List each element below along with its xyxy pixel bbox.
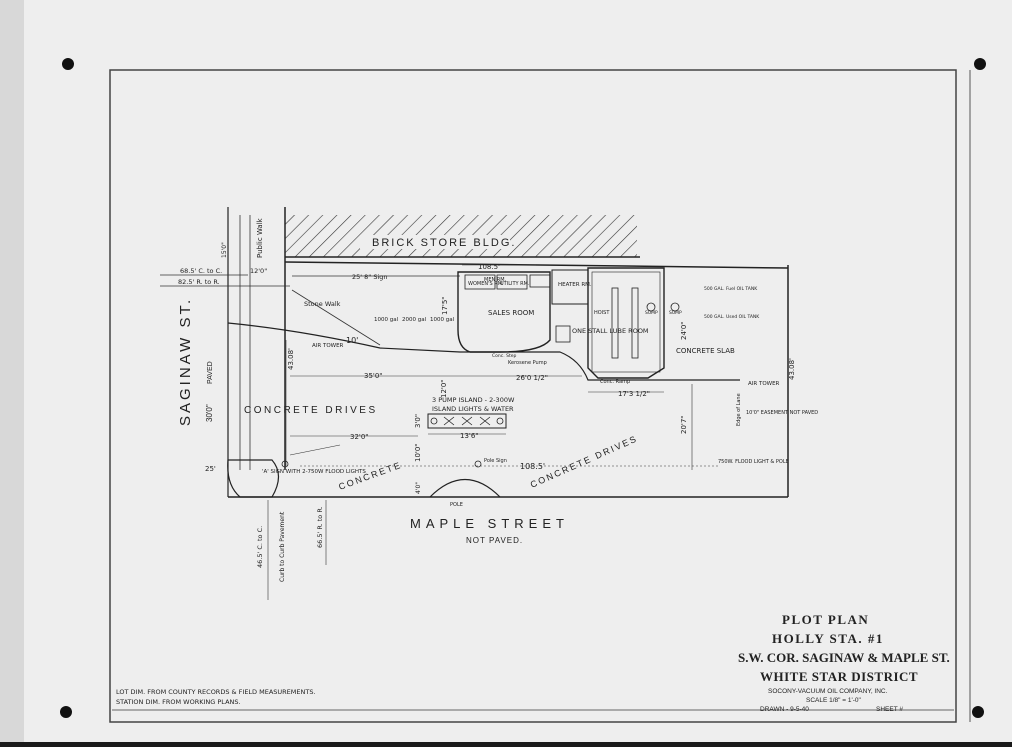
dim-25: 25' [205,465,216,473]
saginaw-paved: PAVED [207,361,214,384]
island-light-2 [496,417,504,425]
sign-arrow [289,444,341,456]
room-womens: WOMEN'S RM. [468,281,504,287]
room-utility: UTILITY RM. [500,281,530,287]
tank-3: 1000 gal [430,317,455,323]
sign-25ft: 25' 8" Sign [352,273,388,281]
note-line-2: STATION DIM. FROM WORKING PLANS. [116,698,241,706]
edge-of-lane: Edge of Lane [736,393,742,426]
conc-ramp: Conc. Ramp [600,379,630,385]
room-mens: MEN RM. [484,277,507,283]
pumps [443,416,491,426]
pole-sign-curve [429,478,501,498]
dim-3: 3'0" [414,414,422,428]
title-drawn: DRAWN - 9-5-40 [760,706,809,713]
sump-1: SUMP [645,310,658,316]
pole-sign-marker [474,460,482,468]
title-company: SOCONY-VACUUM OIL COMPANY, INC. [768,688,888,695]
tack-top-right [974,58,986,70]
conc-step: Conc. Step [492,353,516,359]
air-tower-right: AIR TOWER [748,381,780,387]
dim-20: 20'7" [680,415,688,434]
a-sign: 'A' SIGN WITH 2-750W FLOOD LIGHTS [262,469,366,475]
saginaw-street-name: SAGINAW ST. [177,297,194,426]
stone-walk-edge [291,289,381,346]
dim-17: 17'3 1/2" [618,390,650,398]
dim-43-left: 43.08' [287,348,295,370]
dim-12: 12'0" [440,379,448,398]
room-heater: HEATER RM. [558,282,592,288]
dim-13: 13'6" [460,432,479,440]
dim-24: 24'0" [680,321,688,340]
title-station: HOLLY STA. #1 [772,631,884,646]
maple-not-paved: NOT PAVED. [466,536,523,545]
air-tower-left: AIR TOWER [312,343,344,349]
station-building [457,267,680,379]
island-light-1 [430,417,438,425]
concrete-slab: CONCRETE SLAB [676,347,735,355]
oil-tank-2: 500 GAL. Used OIL TANK [704,314,760,320]
title-scale: SCALE 1/8" = 1'-0" [806,697,862,704]
pole: POLE [450,502,463,508]
dim-32: 32'0" [350,433,369,441]
dim-4: 4'0" [415,482,422,494]
paper-edge-left [0,0,24,742]
dim-26: 26'0 1/2" [516,374,548,382]
dim-17-5: 17'5" [441,296,449,315]
curb-to-curb: Curb to Curb Pavement [279,511,286,582]
dim-air-small: 10' [346,336,358,345]
a-sign-marker [281,460,289,468]
tank-1: 1000 gal [374,317,399,323]
public-walk-label: Public Walk [256,217,264,258]
title-plot-plan: PLOT PLAN [782,612,869,627]
dim-68-5: 68.5' C. to C. [180,267,222,275]
pump-island [427,413,507,429]
title-location: S.W. COR. SAGINAW & MAPLE ST. [738,650,950,665]
stone-walk-label: Stone Walk [304,300,341,308]
oil-tank-1: 500 GAL. Fuel OIL TANK [704,286,758,292]
maple-street-name: MAPLE STREET [410,516,569,531]
dim-10: 10'0" [414,443,422,462]
dim-66-5: 66.5' R. to R. [316,506,324,548]
property-line-north [284,261,789,269]
room-sales: SALES ROOM [488,309,534,317]
corner-sign-island [227,459,280,498]
title-district: WHITE STAR DISTRICT [760,669,918,684]
room-hoist: HOIST [594,310,610,316]
tack-bottom-left [60,706,72,718]
store-label-bg [360,235,510,249]
dim-43-right: 43.08' [788,358,796,380]
tack-top-left [62,58,74,70]
concrete-edge [227,322,740,381]
sump-2: SUMP [669,310,682,316]
pole-sign: Pole Sign [484,458,507,464]
pump-island-line1: 3 PUMP ISLAND - 2-300W [432,396,515,404]
dim-35: 35'0" [364,372,383,380]
dim-46-5: 46.5' C. to C. [256,526,264,568]
flood-light-right: 750W. FLOOD LIGHT & POLE [718,459,789,465]
dim-108-bottom: 108.5' [520,462,545,471]
title-sheet: SHEET # [876,706,903,713]
dim-108-top: 108.5' [478,263,500,271]
dim-12-top: 12'0" [250,267,267,275]
dim-82-5: 82.5' R. to R. [178,278,220,286]
pump-island-line2: ISLAND LIGHTS & WATER [432,405,514,413]
note-line-1: LOT DIM. FROM COUNTY RECORDS & FIELD MEA… [116,688,316,696]
tank-2: 2000 gal [402,317,427,323]
saginaw-width: 30'0" [205,404,214,422]
tack-bottom-right [972,706,984,718]
drives-left: CONCRETE DRIVES [244,405,378,416]
store-label: BRICK STORE BLDG. [372,237,516,249]
kerosene-pump: Kerosene Pump [508,360,547,366]
dim-top-right-small: 15'0" [221,242,228,258]
room-lube: ONE STALL LUBE ROOM [572,327,649,335]
easement: 10'0" EASEMENT NOT PAVED [746,410,818,416]
